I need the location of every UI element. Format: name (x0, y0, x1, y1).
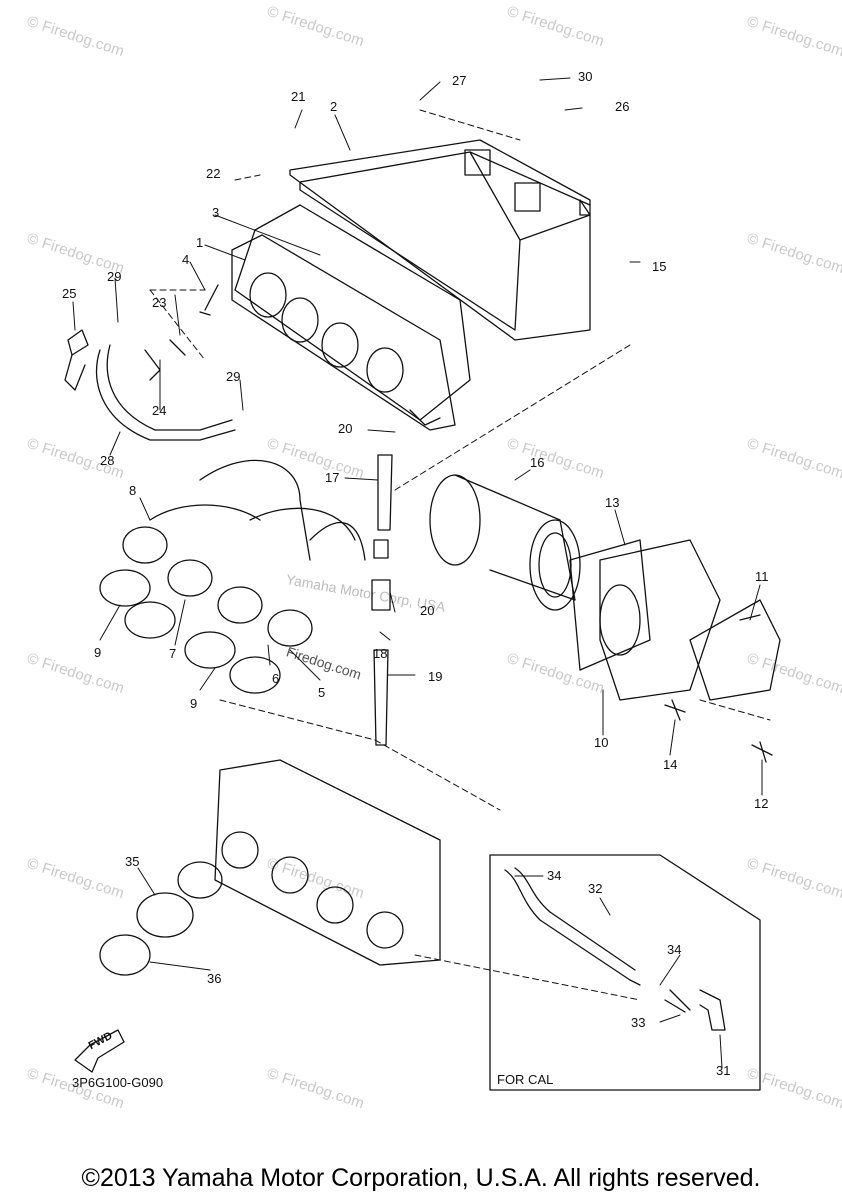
callout-10: 10 (594, 735, 609, 750)
callout-3: 3 (212, 205, 220, 220)
callout-25: 25 (62, 286, 77, 301)
screw-14 (664, 699, 686, 721)
callout-34: 34 (667, 942, 682, 957)
callout-13: 13 (605, 495, 620, 510)
callout-22: 22 (206, 166, 221, 181)
callout-21: 21 (291, 89, 306, 104)
callout-35: 35 (125, 854, 140, 869)
callout-9: 9 (190, 696, 198, 711)
callout-8: 8 (129, 483, 137, 498)
vent-hoses (371, 454, 393, 746)
leader-lines (149, 109, 771, 1001)
carburetor-joints (99, 459, 366, 694)
callout-1: 1 (196, 235, 204, 250)
carburetor-assembly (214, 759, 441, 966)
callout-26: 26 (615, 99, 630, 114)
callout-36: 36 (207, 971, 222, 986)
gasket-and-plate (231, 204, 471, 431)
air-box-cover (569, 539, 781, 701)
callout-6: 6 (272, 671, 280, 686)
air-filter-element (429, 474, 581, 611)
callout-30: 30 (578, 69, 593, 84)
breather-hose (64, 329, 236, 441)
callout-14: 14 (663, 757, 678, 772)
callout-20: 20 (338, 421, 353, 436)
callout-9: 9 (94, 645, 102, 660)
intake-joint (99, 861, 223, 976)
callout-17: 17 (325, 470, 340, 485)
callout-34: 34 (547, 868, 562, 883)
callout-29: 29 (226, 369, 241, 384)
callout-32: 32 (588, 881, 603, 896)
callout-19: 19 (428, 669, 443, 684)
callout-12: 12 (754, 796, 769, 811)
diagram-code: 3P6G100-G090 (72, 1075, 164, 1090)
callout-2: 2 (330, 99, 338, 114)
callout-23: 23 (152, 295, 167, 310)
callout-28: 28 (100, 453, 115, 468)
callout-31: 31 (716, 1063, 731, 1078)
fwd-arrow (74, 1029, 125, 1073)
callout-16: 16 (530, 455, 545, 470)
callout-27: 27 (452, 73, 467, 88)
screw-12 (751, 741, 773, 763)
for-cal-label: FOR CAL (497, 1072, 554, 1087)
callout-5: 5 (318, 685, 326, 700)
callout-18: 18 (373, 646, 388, 661)
screw-4 (199, 284, 219, 316)
for-cal-inset (489, 854, 761, 1091)
callout-leaders (72, 77, 763, 1069)
air-box-case (289, 139, 591, 341)
callout-4: 4 (182, 252, 190, 267)
callout-29: 29 (107, 269, 122, 284)
copyright-notice: ©2013 Yamaha Motor Corporation, U.S.A. A… (81, 1164, 761, 1192)
callout-20: 20 (420, 603, 435, 618)
callout-33: 33 (631, 1015, 646, 1030)
callout-24: 24 (152, 403, 167, 418)
callout-15: 15 (652, 259, 667, 274)
callout-11: 11 (755, 569, 769, 584)
callout-7: 7 (169, 646, 177, 661)
